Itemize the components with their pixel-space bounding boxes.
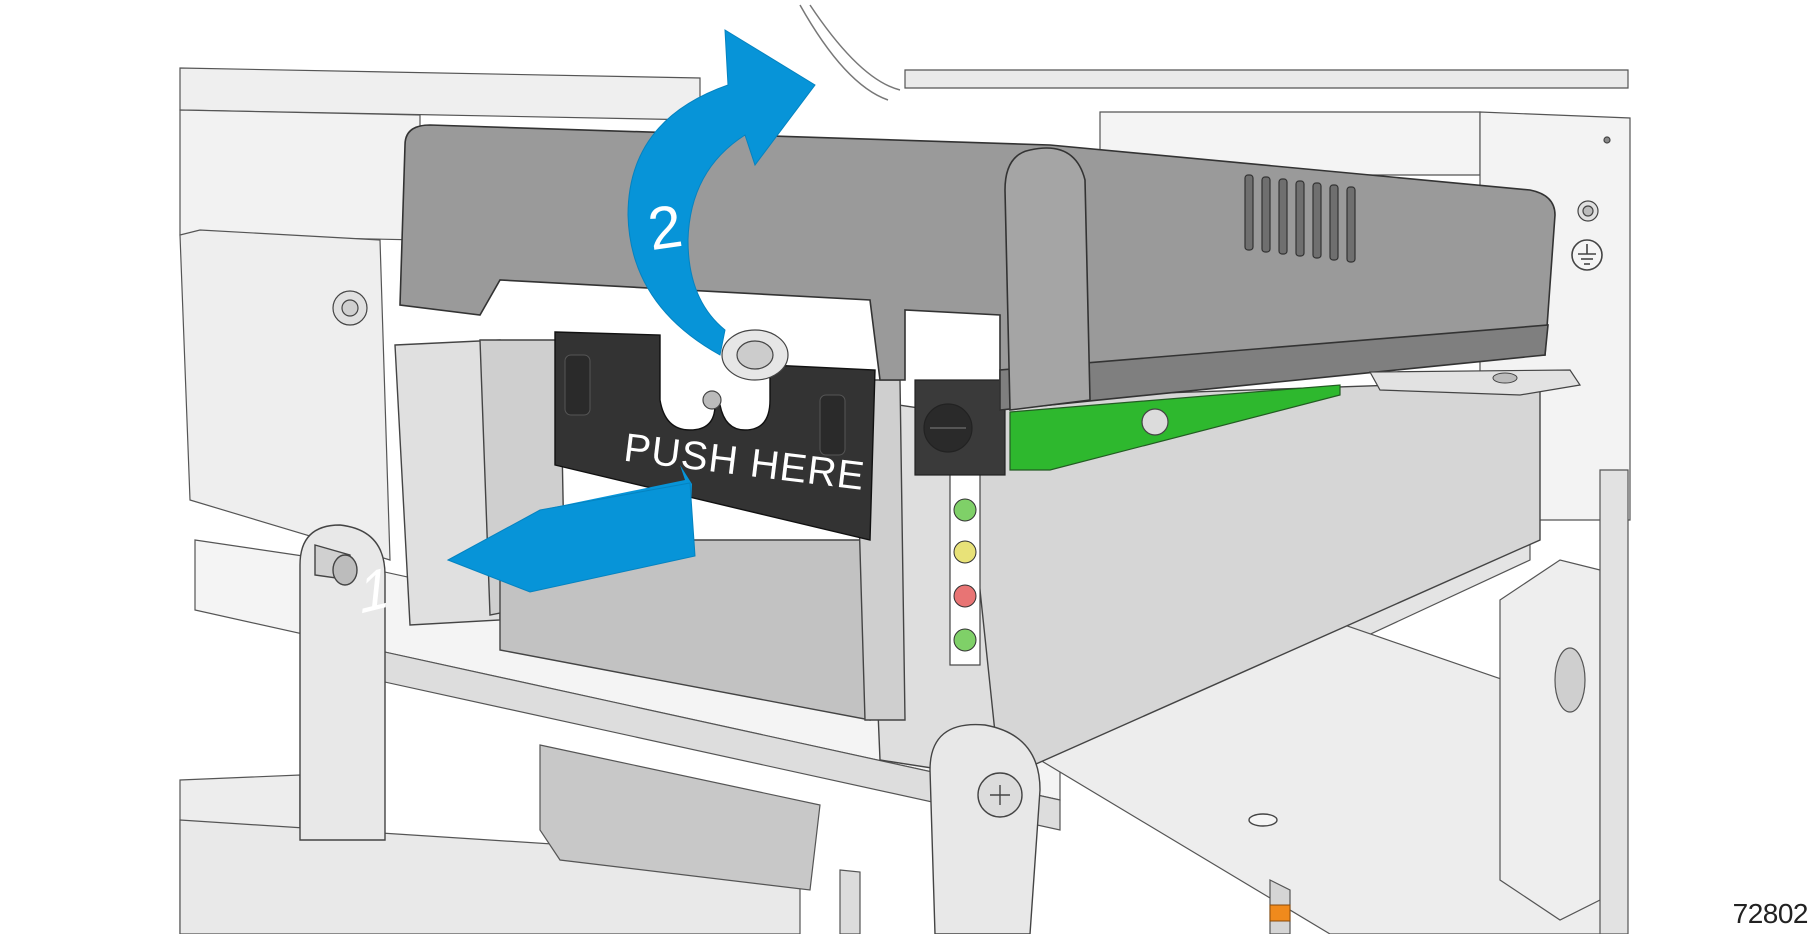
orange-marker [1269,904,1291,922]
vent-slots [1244,174,1356,263]
led-indicator-column [949,469,981,666]
printer-body [394,339,1541,782]
led-green-top [953,498,977,522]
roller-mechanism [702,329,789,410]
led-green-bottom [953,628,977,652]
pcb-board [1009,384,1341,471]
led-red [953,584,977,608]
push-here-plate: PUSH HERE [554,331,876,541]
pcb-screw [1141,408,1169,436]
connector-block [914,379,1006,476]
curved-arrow-icon: 2 [627,29,816,356]
straight-arrow-icon: 1 [357,465,696,627]
ground-symbol-icon [1571,239,1603,271]
led-yellow [953,540,977,564]
right-pivot-arm [929,723,1278,934]
left-pivot-arm [299,524,386,841]
back-screws [332,136,1611,326]
mounting-tab [1368,369,1582,396]
figure-id: 72802 [1732,898,1808,929]
